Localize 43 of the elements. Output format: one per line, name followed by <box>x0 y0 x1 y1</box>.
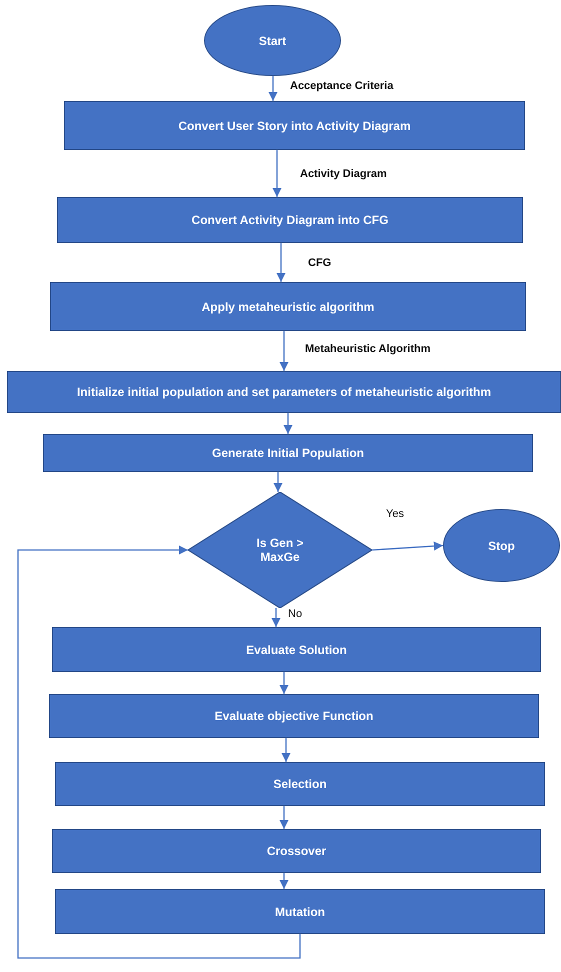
process-box <box>43 434 533 472</box>
arrow <box>281 738 291 762</box>
node-label: Mutation <box>274 904 326 918</box>
node-label: Apply metaheuristic algorithm <box>200 300 376 314</box>
process-box <box>57 197 523 243</box>
edge-label: Metaheuristic Algorithm <box>303 343 432 355</box>
arrow <box>279 331 289 371</box>
node-label: Evaluate objective Function <box>214 709 374 723</box>
arrow <box>17 545 301 959</box>
node-label: Start <box>258 34 288 48</box>
arrow <box>279 873 289 889</box>
process-box <box>64 101 525 150</box>
process-box <box>7 371 561 413</box>
node-label: Generate Initial Population <box>210 446 366 460</box>
process-box <box>49 694 539 738</box>
node-label: Evaluate Solution <box>245 642 348 656</box>
arrow <box>276 243 286 282</box>
process-box <box>55 889 545 934</box>
arrow <box>372 542 444 551</box>
process-box <box>52 627 541 672</box>
process-box <box>50 282 526 331</box>
node-label: Stop <box>487 538 516 552</box>
edge-label: No <box>286 608 304 620</box>
edge-label: Yes <box>384 508 406 520</box>
arrow <box>279 806 289 829</box>
decision-diamond <box>188 492 372 608</box>
arrow <box>271 608 281 627</box>
arrow <box>279 672 289 694</box>
arrow <box>272 150 282 197</box>
node-label: Convert User Story into Activity Diagram <box>177 118 412 132</box>
process-box <box>52 829 541 873</box>
node-label: Crossover <box>266 844 328 858</box>
process-box <box>55 762 545 806</box>
edge-label: Acceptance Criteria <box>288 80 396 92</box>
edge-label: CFG <box>306 257 334 269</box>
node-label: Convert Activity Diagram into CFG <box>190 213 390 227</box>
arrow <box>268 76 278 101</box>
node-label: Is Gen > MaxGe <box>255 536 305 564</box>
node-label: Initialize initial population and set parameters of metaheuristic algorithm <box>76 385 492 399</box>
arrow <box>283 413 293 434</box>
arrow <box>273 472 283 492</box>
node-label: Selection <box>272 777 328 791</box>
edge-label: Activity Diagram <box>298 168 389 180</box>
